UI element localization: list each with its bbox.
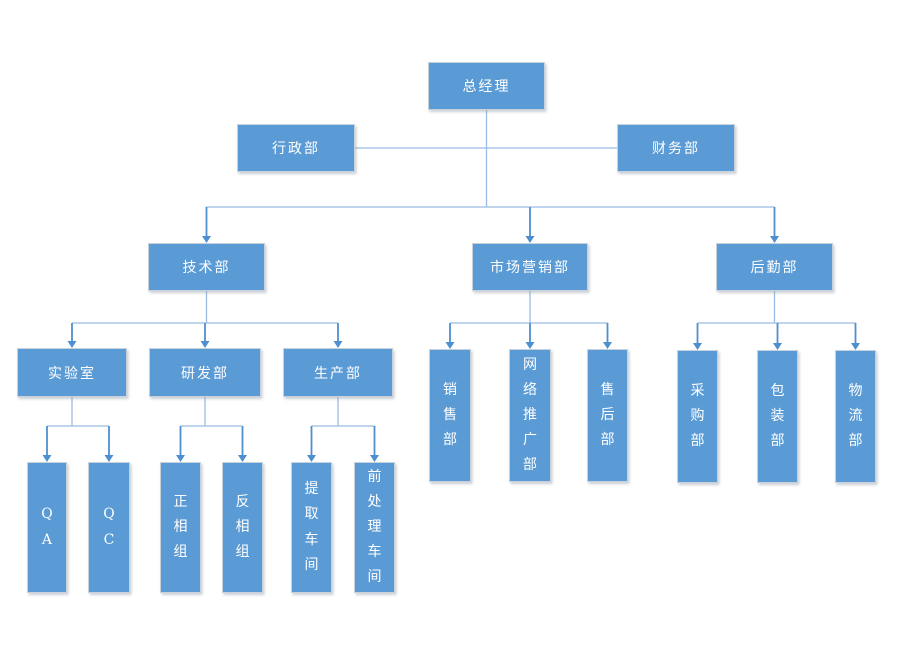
node-label: QA bbox=[41, 506, 53, 548]
arrow-down-icon bbox=[42, 455, 52, 462]
org-node-packaging[interactable]: 包装部 bbox=[757, 350, 798, 483]
arrow-down-icon bbox=[603, 342, 612, 349]
connector-tech-branch bbox=[67, 291, 343, 348]
node-label: 网络推广部 bbox=[522, 356, 537, 474]
org-node-marketing[interactable]: 市场营销部 bbox=[472, 243, 588, 291]
node-label: 市场营销部 bbox=[490, 260, 570, 276]
arrow-down-icon bbox=[176, 455, 185, 462]
org-node-administration[interactable]: 行政部 bbox=[237, 124, 355, 172]
node-label: 研发部 bbox=[181, 365, 229, 382]
arrow-down-icon bbox=[238, 455, 247, 462]
arrow-down-icon bbox=[851, 343, 860, 350]
connector-rear-service-branch bbox=[693, 291, 860, 350]
org-node-rear-service[interactable]: 后勤部 bbox=[716, 243, 833, 291]
node-label: 生产部 bbox=[314, 365, 362, 382]
org-node-finance[interactable]: 财务部 bbox=[617, 124, 735, 172]
arrow-down-icon bbox=[333, 341, 343, 348]
connector-rnd-branch bbox=[176, 397, 247, 462]
node-label: 售后部 bbox=[600, 381, 615, 449]
node-label: 行政部 bbox=[272, 141, 320, 157]
arrow-down-icon bbox=[445, 342, 455, 349]
org-node-after-sales[interactable]: 售后部 bbox=[587, 349, 628, 482]
arrow-down-icon bbox=[200, 341, 210, 348]
node-label: 财务部 bbox=[652, 141, 700, 157]
org-node-qc[interactable]: QC bbox=[88, 462, 130, 593]
org-node-pretreatment-workshop[interactable]: 前处理车间 bbox=[354, 462, 395, 593]
connector-production-branch bbox=[307, 397, 379, 462]
node-label: 实验室 bbox=[48, 365, 96, 382]
org-node-extraction-workshop[interactable]: 提取车间 bbox=[291, 462, 332, 593]
org-node-sales[interactable]: 销售部 bbox=[429, 349, 471, 482]
org-node-logistics[interactable]: 物流部 bbox=[835, 350, 876, 483]
node-label: 前处理车间 bbox=[367, 468, 382, 586]
node-label: 反相组 bbox=[235, 493, 250, 561]
arrow-down-icon bbox=[104, 455, 114, 462]
org-node-general-manager[interactable]: 总经理 bbox=[428, 62, 545, 110]
org-node-technology[interactable]: 技术部 bbox=[148, 243, 265, 291]
connector-marketing-branch bbox=[445, 291, 612, 349]
org-node-rnd[interactable]: 研发部 bbox=[149, 348, 261, 397]
arrow-down-icon bbox=[307, 455, 316, 462]
node-label: 物流部 bbox=[848, 382, 863, 450]
node-label: QC bbox=[103, 506, 115, 548]
arrow-down-icon bbox=[67, 341, 77, 348]
node-label: 技术部 bbox=[182, 260, 231, 276]
node-label: 正相组 bbox=[173, 493, 188, 561]
arrow-down-icon bbox=[370, 455, 379, 462]
connector-ceo-branch bbox=[206, 110, 775, 208]
arrow-down-icon bbox=[693, 343, 702, 350]
org-node-normal-phase-group[interactable]: 正相组 bbox=[160, 462, 201, 593]
org-node-production[interactable]: 生产部 bbox=[283, 348, 393, 397]
org-node-online-promotion[interactable]: 网络推广部 bbox=[509, 349, 551, 482]
node-label: 销售部 bbox=[442, 381, 457, 449]
org-node-purchasing[interactable]: 采购部 bbox=[677, 350, 718, 483]
node-label: 提取车间 bbox=[304, 481, 319, 573]
arrow-down-icon bbox=[525, 236, 535, 243]
arrow-down-icon bbox=[525, 342, 535, 349]
org-node-laboratory[interactable]: 实验室 bbox=[17, 348, 127, 397]
connector-drops-level3 bbox=[202, 207, 779, 243]
node-label: 总经理 bbox=[462, 79, 511, 95]
arrow-down-icon bbox=[770, 236, 779, 243]
arrow-down-icon bbox=[202, 236, 211, 243]
node-label: 采购部 bbox=[690, 382, 705, 450]
org-node-qa[interactable]: QA bbox=[27, 462, 67, 593]
org-node-reverse-phase-group[interactable]: 反相组 bbox=[222, 462, 263, 593]
connector-lab-branch bbox=[42, 397, 114, 462]
arrow-down-icon bbox=[773, 343, 782, 350]
node-label: 后勤部 bbox=[750, 260, 799, 276]
node-label: 包装部 bbox=[770, 382, 785, 450]
